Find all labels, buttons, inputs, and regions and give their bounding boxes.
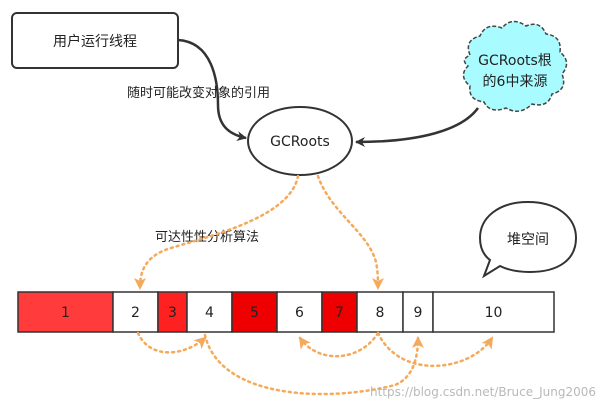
gcroots-to-obj2-arrow [134, 174, 300, 290]
cloud-line-2: 的6中来源 [483, 74, 548, 90]
heap-object-8: 8 [356, 291, 404, 333]
heap-object-10: 10 [432, 291, 555, 333]
cloud-to-gcroots-arrow [355, 107, 480, 147]
obj2-to-obj4-arrow [136, 331, 207, 354]
heap-object-label: 4 [205, 305, 214, 321]
heap-object-box [112, 291, 159, 333]
gcroots-label: GCRoots [270, 134, 330, 150]
heap-object-label: 6 [295, 305, 304, 321]
heap-cells-row: 1 2 3 4 5 6 7 8 9 10 [17, 291, 555, 333]
heap-object-2: 2 [112, 291, 159, 333]
heap-object-6: 6 [276, 291, 323, 333]
user-thread-label: 用户运行线程 [53, 33, 137, 50]
heap-object-3: 3 [157, 291, 188, 333]
cloud-line-1: GCRoots根 [478, 53, 552, 69]
heap-object-box [276, 291, 323, 333]
thread-to-gcroots-arrow [177, 38, 247, 142]
heap-object-label: 9 [414, 305, 423, 321]
gcroots-to-obj8-arrow [316, 174, 384, 290]
obj4-to-obj9-arrow [203, 333, 424, 396]
heap-object-label: 3 [168, 305, 177, 321]
heap-object-7: 7 [321, 291, 358, 333]
heap-object-label: 8 [376, 305, 385, 321]
gcroots-sources-cloud: GCRoots根 的6中来源 [462, 20, 568, 112]
heap-object-label: 1 [61, 305, 70, 321]
heap-object-1: 1 [17, 291, 114, 333]
obj8-to-obj10-arrow [376, 331, 494, 368]
reference-note: 随时可能改变对象的引用 [127, 85, 270, 101]
user-thread-box: 用户运行线程 [11, 12, 179, 69]
heap-object-label: 2 [131, 305, 140, 321]
heap-object-label: 10 [485, 305, 503, 321]
heap-object-9: 9 [402, 291, 434, 333]
obj8-to-obj6-arrow [298, 331, 380, 358]
heap-object-4: 4 [186, 291, 233, 333]
heap-object-label: 5 [250, 305, 259, 321]
heap-space-label: 堆空间 [507, 232, 549, 248]
heap-object-5: 5 [231, 291, 278, 333]
heap-object-box [432, 291, 555, 333]
heap-object-label: 7 [335, 305, 344, 321]
heap-object-box [186, 291, 233, 333]
heap-object-box [356, 291, 404, 333]
gcroots-node: GCRoots [247, 106, 353, 176]
heap-space-bubble: 堆空间 [478, 200, 578, 279]
watermark: https://blog.csdn.net/Bruce_Jung2006 [370, 385, 596, 399]
